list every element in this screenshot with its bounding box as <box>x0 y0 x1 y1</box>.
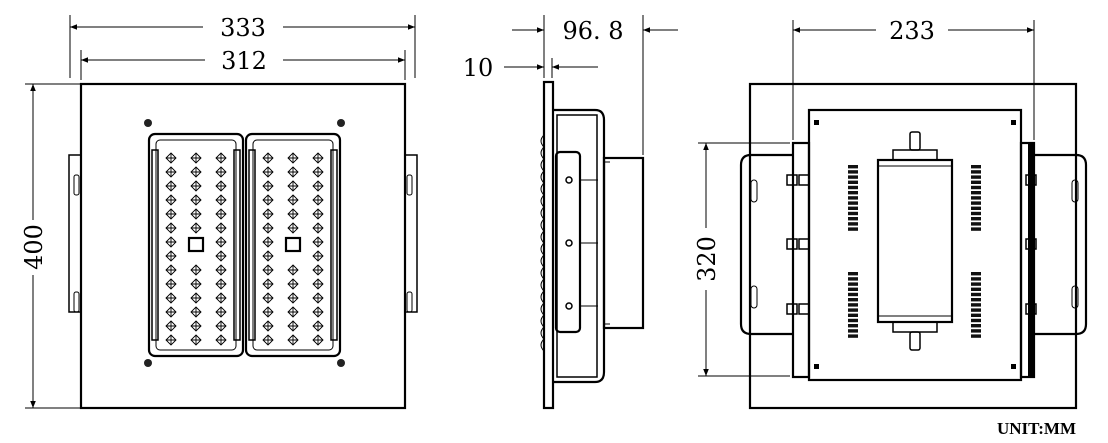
dim-side-plate: 10 <box>463 54 494 82</box>
led-diamond <box>165 152 177 164</box>
led-diamond <box>215 264 227 276</box>
led-diamond <box>215 334 227 346</box>
led-diamond <box>262 194 274 206</box>
led-diamond <box>262 334 274 346</box>
led-grid <box>165 152 324 346</box>
back-view: 233 320 <box>693 17 1088 410</box>
led-diamond <box>215 236 227 248</box>
led-diamond <box>165 222 177 234</box>
fin-column <box>848 272 858 338</box>
led-diamond <box>165 208 177 220</box>
led-diamond <box>215 166 227 178</box>
led-diamond <box>215 306 227 318</box>
led-diamond <box>312 278 324 290</box>
led-diamond <box>287 194 299 206</box>
led-diamond <box>165 306 177 318</box>
led-diamond <box>287 278 299 290</box>
led-diamond <box>165 166 177 178</box>
dim-front-width-outer: 333 <box>220 14 266 42</box>
led-diamond <box>165 250 177 262</box>
led-diamond <box>312 222 324 234</box>
led-diamond <box>287 166 299 178</box>
side-view: 96. 8 10 <box>463 15 678 410</box>
led-diamond <box>287 208 299 220</box>
heat-sink-fins <box>848 165 981 338</box>
led-diamond <box>312 292 324 304</box>
led-diamond <box>165 236 177 248</box>
led-diamond <box>312 250 324 262</box>
led-diamond <box>287 180 299 192</box>
led-diamond <box>165 292 177 304</box>
led-diamond <box>312 208 324 220</box>
led-diamond <box>165 278 177 290</box>
led-diamond <box>165 320 177 332</box>
led-diamond <box>262 264 274 276</box>
led-diamond <box>190 292 202 304</box>
led-diamond <box>312 306 324 318</box>
led-diamond <box>262 320 274 332</box>
led-diamond <box>190 208 202 220</box>
led-diamond <box>165 264 177 276</box>
led-diamond <box>287 292 299 304</box>
led-diamond <box>287 222 299 234</box>
dim-side-depth: 96. 8 <box>562 17 623 45</box>
led-diamond <box>165 334 177 346</box>
led-diamond <box>262 152 274 164</box>
dim-back-height: 320 <box>693 236 721 282</box>
led-diamond <box>262 208 274 220</box>
fin-column <box>971 272 981 338</box>
led-diamond <box>215 222 227 234</box>
led-diamond <box>190 334 202 346</box>
led-diamond <box>215 152 227 164</box>
dim-front-width-inner: 312 <box>221 47 267 75</box>
led-diamond <box>287 152 299 164</box>
led-diamond <box>165 180 177 192</box>
led-diamond <box>262 236 274 248</box>
led-diamond <box>312 320 324 332</box>
led-diamond <box>312 334 324 346</box>
led-diamond <box>262 292 274 304</box>
led-diamond <box>287 264 299 276</box>
led-diamond <box>312 166 324 178</box>
led-diamond <box>215 180 227 192</box>
led-diamond <box>215 278 227 290</box>
rail-bolts <box>786 174 1037 315</box>
led-diamond <box>190 222 202 234</box>
led-diamond <box>312 264 324 276</box>
led-diamond <box>287 334 299 346</box>
unit-label: UNIT:MM <box>997 419 1076 438</box>
led-diamond <box>190 278 202 290</box>
led-diamond <box>262 222 274 234</box>
led-diamond <box>190 264 202 276</box>
led-diamond <box>262 166 274 178</box>
led-diamond <box>190 194 202 206</box>
led-diamond <box>287 306 299 318</box>
led-diamond <box>262 306 274 318</box>
led-diamond <box>215 292 227 304</box>
front-view: 333 312 400 <box>20 14 418 410</box>
led-diamond <box>312 152 324 164</box>
led-diamond <box>312 180 324 192</box>
led-diamond <box>190 166 202 178</box>
led-diamond <box>215 250 227 262</box>
led-diamond <box>190 152 202 164</box>
led-diamond <box>312 236 324 248</box>
led-diamond <box>287 320 299 332</box>
led-diamond <box>190 306 202 318</box>
led-diamond <box>215 194 227 206</box>
fin-column <box>848 165 858 231</box>
led-diamond <box>262 250 274 262</box>
led-diamond <box>190 320 202 332</box>
led-diamond <box>190 180 202 192</box>
dim-back-width: 233 <box>889 17 935 45</box>
fin-column <box>971 165 981 231</box>
led-diamond <box>262 180 274 192</box>
led-diamond <box>215 320 227 332</box>
led-diamond <box>262 278 274 290</box>
led-diamond <box>165 194 177 206</box>
led-diamond <box>215 208 227 220</box>
led-diamond <box>312 194 324 206</box>
dim-front-height: 400 <box>20 224 48 270</box>
